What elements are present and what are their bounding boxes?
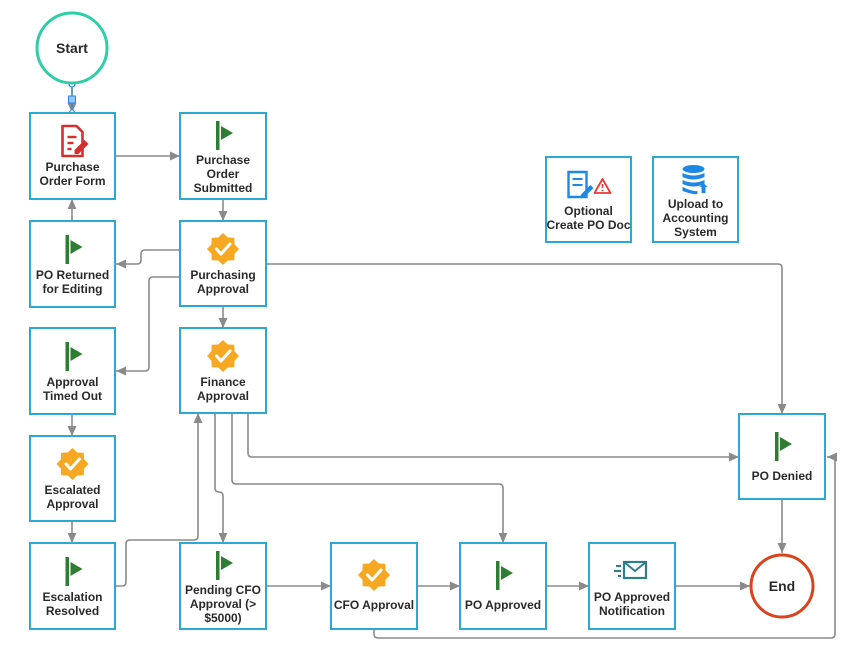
start-selection-handles[interactable] — [67, 80, 77, 118]
node-label-line: PO Approved — [465, 598, 541, 612]
document-warning-icon — [567, 170, 612, 199]
node-label-line: Purchasing — [190, 268, 255, 282]
node-label-line: for Editing — [43, 282, 103, 296]
node-label-line: Upload to — [668, 197, 723, 211]
approval-badge-icon — [56, 448, 89, 480]
flag-icon — [65, 235, 83, 264]
start-label: Start — [56, 40, 88, 56]
flag-icon — [216, 551, 233, 580]
flag-icon — [65, 342, 83, 371]
flag-icon — [65, 557, 83, 586]
connectors — [67, 84, 838, 639]
node-label-line: System — [674, 225, 717, 239]
node-label-line: Optional — [564, 204, 613, 218]
flag-icon — [216, 121, 233, 150]
approval-badge-icon — [358, 559, 390, 591]
node-label-line: Resolved — [46, 604, 99, 618]
connector-resolved-to-finance — [115, 413, 203, 587]
node-label-line: CFO Approval — [334, 598, 414, 612]
node-label-line: Escalated — [44, 483, 100, 497]
connector-cfo-to-denied — [373, 452, 838, 639]
node-label-line: Purchase — [196, 153, 250, 167]
node-label-line: Submitted — [194, 181, 253, 195]
node-label-line: Finance — [200, 375, 246, 389]
node-label-line: PO Approved — [594, 590, 670, 604]
node-label-line: Approval — [46, 375, 98, 389]
node-po-denied[interactable]: PO Denied — [738, 413, 826, 500]
node-label-line: $5000) — [204, 611, 241, 625]
node-label-line: Accounting — [663, 211, 729, 225]
node-label-line: Order Form — [39, 174, 105, 188]
form-icon — [61, 124, 89, 158]
connector-purchasing-to-denied — [266, 263, 787, 414]
approval-badge-icon — [207, 233, 239, 265]
mail-icon — [614, 560, 648, 580]
node-label-line: PO Denied — [752, 469, 813, 483]
connector-purchasing-to-returned — [116, 249, 180, 269]
flag-icon — [775, 432, 792, 461]
node-label-line: Approval — [197, 389, 249, 403]
node-label-line: Order — [207, 167, 240, 181]
node-cfo-approval[interactable]: CFO Approval — [330, 542, 418, 630]
node-label-line: PO Returned — [36, 268, 109, 282]
node-label-line: Notification — [599, 604, 665, 618]
end-label: End — [769, 578, 795, 594]
flag-icon — [496, 561, 513, 590]
node-label-line: Pending CFO — [185, 583, 261, 597]
node-label-line: Create PO Doc — [546, 218, 630, 232]
node-label-line: Escalation — [42, 590, 102, 604]
node-label-line: Approval (> — [190, 597, 256, 611]
connector-finance-to-approved — [231, 413, 508, 543]
node-po-approved[interactable]: PO Approved — [459, 542, 547, 630]
node-label-line: Purchase — [45, 160, 99, 174]
node-label-line: Timed Out — [43, 389, 102, 403]
approval-badge-icon — [207, 340, 239, 372]
node-label-line: Approval — [46, 497, 98, 511]
connector-finance-to-pending — [214, 413, 228, 543]
start-node[interactable]: Start — [35, 11, 109, 85]
end-node[interactable]: End — [749, 553, 815, 619]
database-upload-icon — [682, 165, 708, 195]
connector-finance-to-denied — [247, 413, 739, 462]
connector-purchasing-to-timedout — [116, 276, 180, 376]
node-label-line: Approval — [197, 282, 249, 296]
